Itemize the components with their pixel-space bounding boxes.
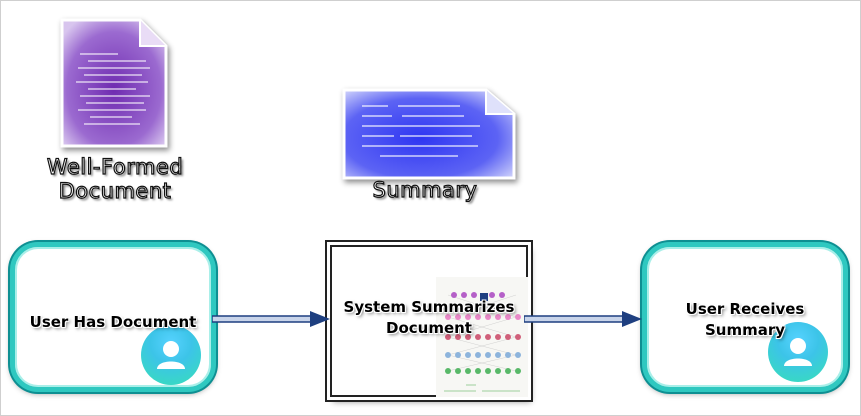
summary-document-label: Summary — [372, 177, 478, 202]
input-document-label: Well-Formed Document — [30, 154, 200, 203]
input-document-label-line1: Well-Formed — [46, 154, 184, 179]
step-user-receives-summary-label-line1: User Receives — [685, 300, 805, 318]
input-document-icon — [60, 18, 168, 148]
user-icon — [141, 325, 201, 385]
neural-network-icon — [436, 277, 528, 397]
step-user-receives-summary: User Receives Summary — [642, 242, 848, 392]
flow-arrow-2 — [524, 311, 642, 327]
input-document-label-line2: Document — [58, 178, 172, 203]
step-system-summarizes-label-line2: Document — [386, 319, 472, 337]
step-user-receives-summary-label: User Receives Summary — [647, 299, 843, 341]
step-user-has-document-label: User Has Document — [29, 313, 197, 331]
step-system-summarizes: System Summarizes Document — [330, 245, 528, 397]
step-user-receives-summary-label-line2: Summary — [704, 321, 786, 339]
step-system-summarizes-label: System Summarizes Document — [332, 297, 526, 339]
step-user-has-document: User Has Document — [10, 242, 216, 392]
flow-arrow-1 — [212, 311, 330, 327]
step-system-summarizes-label-line1: System Summarizes — [343, 298, 515, 316]
summary-document-icon — [342, 88, 516, 180]
user-icon — [768, 322, 828, 382]
